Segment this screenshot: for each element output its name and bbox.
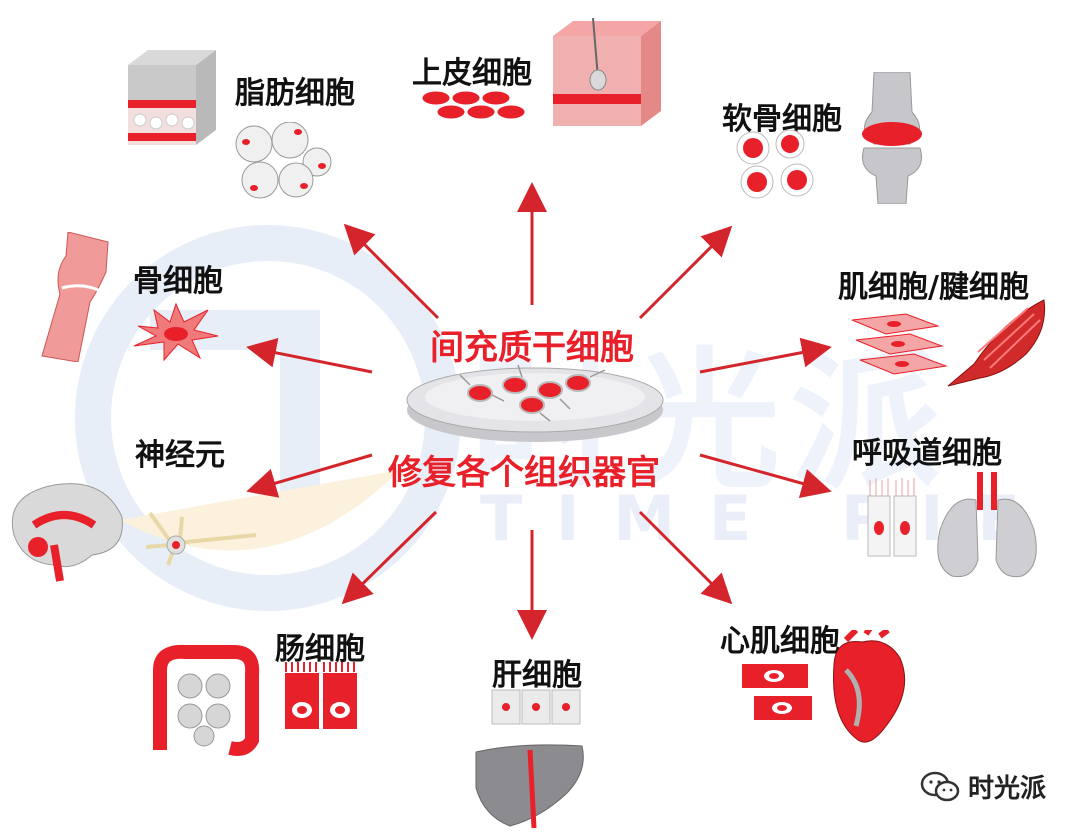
- neuron-cell-icon: [145, 511, 257, 566]
- label-hepatocyte: 肝细胞: [492, 658, 582, 693]
- label-osteocyte: 骨细胞: [133, 264, 223, 299]
- arrow-cardiomyocyte: [638, 510, 733, 605]
- respiratory-cells-icon: [867, 478, 917, 557]
- hepatocytes-icon: [491, 689, 581, 725]
- muscle-cells-icon: [851, 313, 948, 375]
- label-intestinal: 肠细胞: [275, 632, 365, 667]
- label-muscle-tendon: 肌细胞/腱细胞: [838, 270, 1029, 305]
- arrow-intestinal: [341, 510, 438, 605]
- arrow-muscle: [699, 337, 832, 374]
- chondrocytes-icon: [736, 130, 814, 199]
- arrow-chondrocyte: [638, 225, 733, 320]
- label-chondrocyte: 软骨细胞: [722, 102, 842, 137]
- arrow-neuron: [246, 453, 373, 498]
- label-epithelial: 上皮细胞: [412, 56, 532, 91]
- intestinal-cells-icon: [283, 662, 359, 731]
- skin-block-icon: [553, 18, 661, 126]
- cardiomyocytes-icon: [742, 664, 812, 720]
- liver-icon: [475, 744, 584, 828]
- intestine-icon: [153, 644, 260, 756]
- label-adipocyte: 脂肪细胞: [235, 76, 355, 111]
- bone-icon: [41, 232, 109, 362]
- label-respiratory: 呼吸道细胞: [852, 436, 1002, 471]
- brand-name: 时光派: [968, 774, 1047, 804]
- label-cardiomyocyte: 心肌细胞: [720, 624, 840, 659]
- arrow-osteocyte: [246, 337, 373, 374]
- knee-joint-icon: [862, 72, 922, 204]
- petri-dish: [406, 364, 664, 442]
- watermark-latin: TIME PIE: [480, 482, 1054, 555]
- label-neuron: 神经元: [135, 438, 225, 473]
- center-bottom-label: 修复各个组织器官: [388, 453, 660, 493]
- heart-icon: [833, 630, 906, 743]
- osteocyte-cell-icon: [133, 302, 219, 362]
- epithelial-cells-icon: [421, 90, 526, 120]
- brand: 时光派: [920, 768, 1046, 805]
- muscle-fiber-icon: [947, 299, 1046, 387]
- wechat-icon: [920, 771, 960, 801]
- lungs-icon: [937, 472, 1037, 578]
- brain-icon: [11, 483, 123, 582]
- skin-fat-block-icon: [128, 50, 216, 145]
- fat-cells-icon: [235, 122, 332, 199]
- arrow-adipocyte: [343, 223, 440, 320]
- arrow-respiratory: [699, 453, 832, 499]
- center-top-label: 间充质干细胞: [430, 328, 634, 368]
